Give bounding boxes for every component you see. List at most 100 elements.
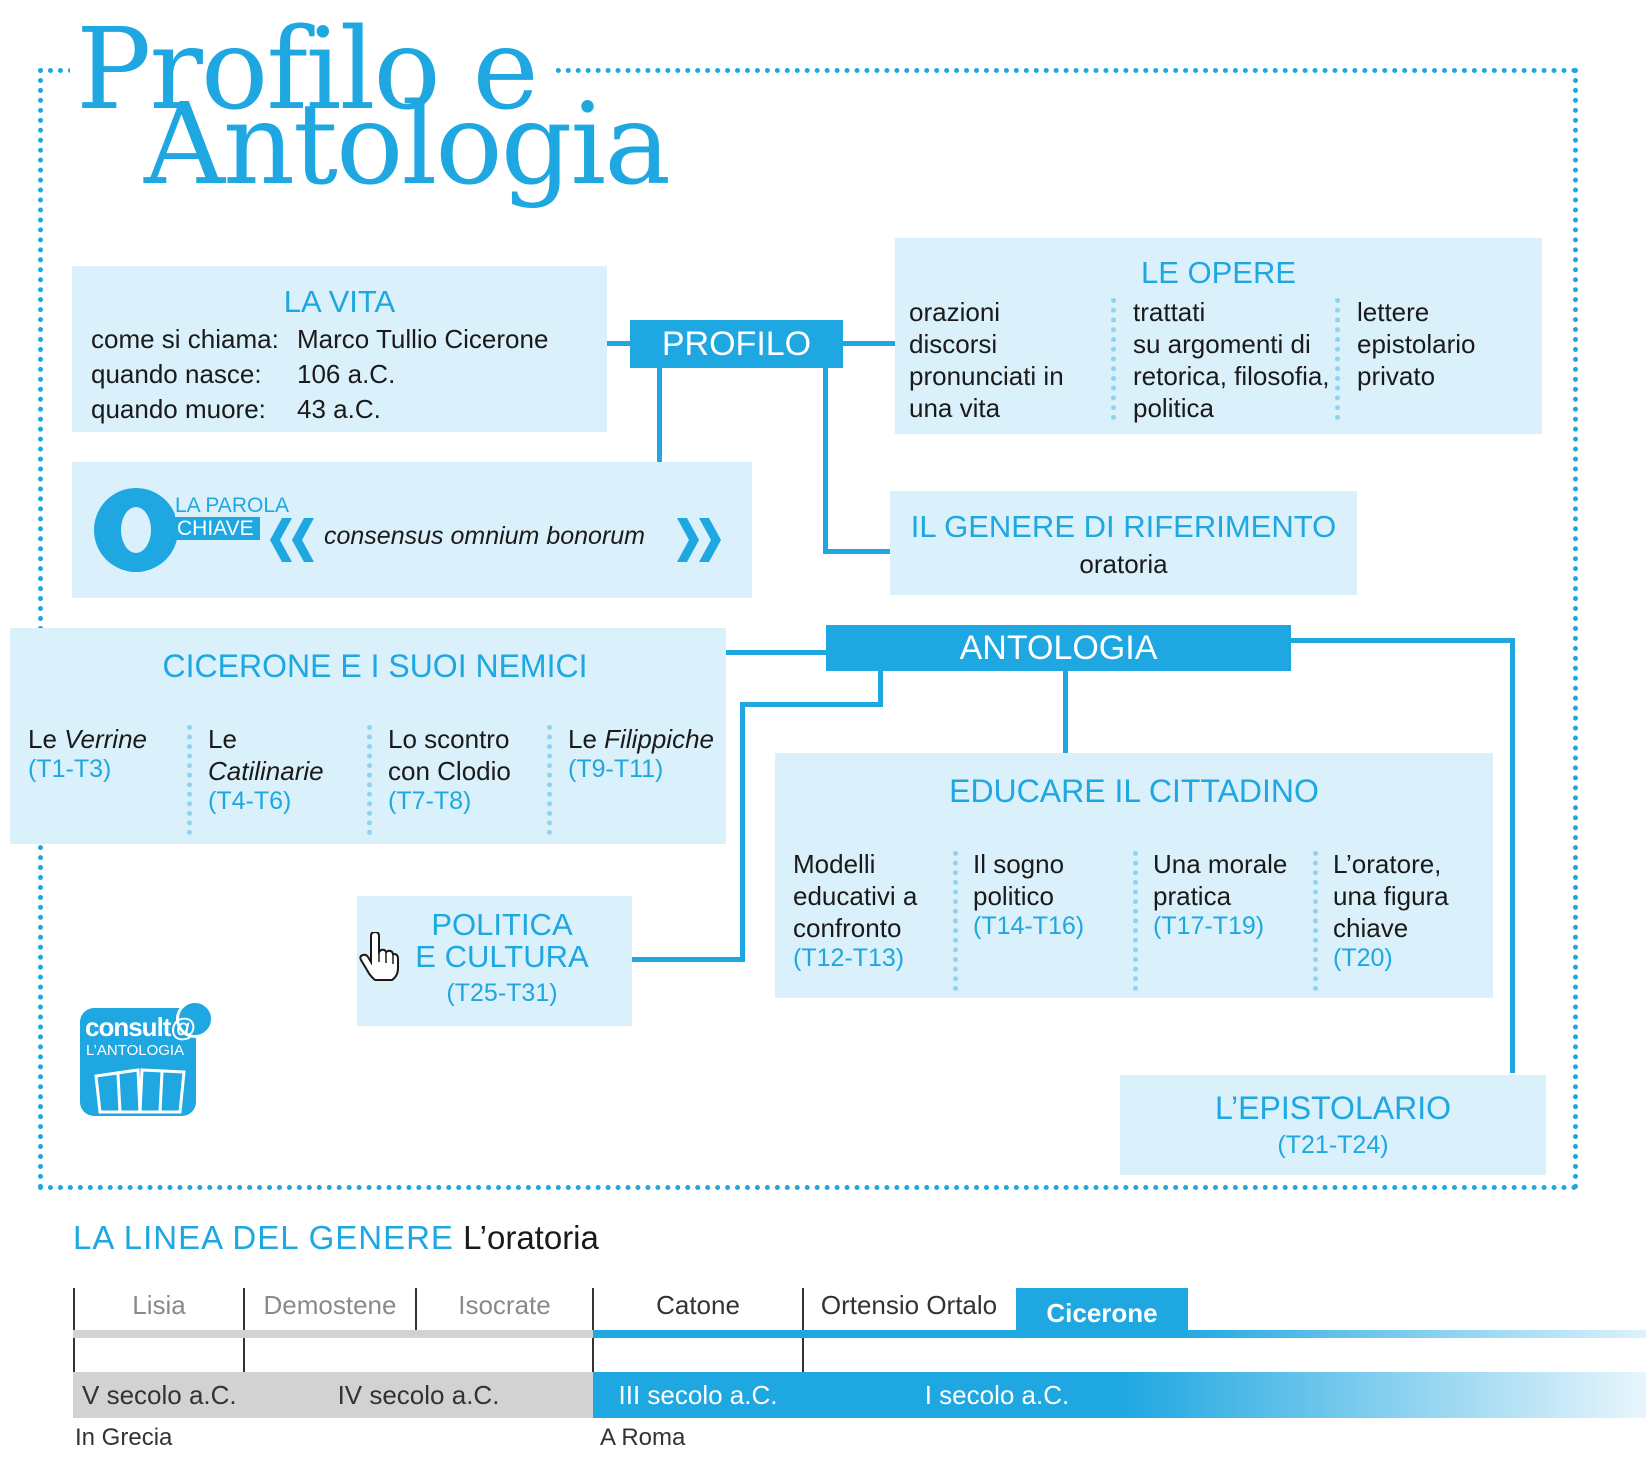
educare-ref-1: (T12-T13): [793, 944, 905, 972]
connector-antologia-educare: [1063, 666, 1068, 753]
vita-label-nascita: quando nasce:: [91, 359, 262, 389]
timeline-period-band-roman: [593, 1372, 1646, 1418]
nemici-pre-2: Le: [208, 724, 237, 754]
timeline-separator: [243, 1288, 245, 1408]
connector-antologia-politica-h2: [632, 957, 745, 962]
opere-title-orazioni: orazioni: [909, 297, 1001, 327]
vita-value-morte: 43 a.C.: [297, 394, 381, 424]
nemici-divider-2: [367, 725, 372, 835]
timeline-separator: [802, 1288, 804, 1408]
educare-box: EDUCARE IL CITTADINO Modelli educativi a…: [775, 753, 1493, 998]
timeline-period-v: V secolo a.C.: [82, 1380, 237, 1410]
connector-antologia-epistolario-h: [1285, 638, 1515, 643]
timeline-author-ortensio: Ortensio Ortalo: [820, 1290, 998, 1320]
connector-antologia-politica-v1: [878, 666, 883, 707]
educare-item-3: Una morale pratica (T17-T19): [1153, 848, 1313, 941]
le-opere-heading: LE OPERE: [1140, 255, 1297, 290]
genere-box: IL GENERE DI RIFERIMENTO oratoria: [890, 491, 1357, 595]
educare-ref-3: (T17-T19): [1153, 912, 1265, 940]
consulta-badge-circle: [176, 1000, 214, 1038]
epistolario-ref: (T21-T24): [1277, 1131, 1389, 1159]
parola-chiave-box: LA PAROLA CHIAVE consensus omnium bonoru…: [72, 462, 752, 598]
nemici-item-catilinarie: Le Catilinarie (T4-T6): [208, 723, 363, 816]
educare-item-1: Modelli educativi a confronto (T12-T13): [793, 848, 953, 973]
opere-title-trattati: trattati: [1133, 297, 1206, 327]
connector-antologia-politica-v2: [740, 702, 745, 962]
nemici-box: CICERONE E I SUOI NEMICI Le Verrine (T1-…: [10, 628, 726, 844]
educare-item-4: L’oratore, una figura chiave (T20): [1333, 848, 1485, 973]
vita-label-morte: quando muore:: [91, 394, 266, 424]
page-title-line2: Antologia: [144, 80, 671, 210]
educare-item-2: Il sogno politico (T14-T16): [973, 848, 1133, 941]
epistolario-heading: L’EPISTOLARIO: [1215, 1090, 1451, 1126]
educare-text-2: Il sogno politico: [973, 849, 1065, 911]
politica-heading-1: POLITICA: [431, 907, 573, 942]
epistolario-box: L’EPISTOLARIO (T21-T24): [1120, 1075, 1546, 1175]
connector-antologia-epistolario-v: [1510, 638, 1515, 1073]
nemici-ref-1: (T1-T3): [28, 755, 112, 783]
hand-pointer-icon: [359, 932, 399, 981]
timeline-period-iv: IV secolo a.C.: [337, 1380, 500, 1410]
timeline-period-i: I secolo a.C.: [924, 1380, 1070, 1410]
timeline-author-lisia: Lisia: [132, 1290, 186, 1320]
opere-desc-trattati: su argomenti di retorica, filosofia, pol…: [1133, 329, 1330, 423]
opere-col-lettere: lettere epistolario privato: [1357, 296, 1527, 392]
timeline-band-roman: [593, 1330, 1646, 1338]
consulta-title: consult@: [85, 1012, 196, 1042]
educare-divider-1: [953, 851, 958, 991]
timeline-separator: [73, 1288, 75, 1408]
opere-divider-1: [1111, 298, 1116, 420]
timeline-period-iii: III secolo a.C.: [618, 1380, 778, 1410]
nemici-ref-3: (T7-T8): [388, 787, 472, 815]
timeline-author-isocrate: Isocrate: [458, 1290, 551, 1320]
educare-ref-4: (T20): [1333, 944, 1393, 972]
open-book-icon: [94, 1068, 186, 1114]
educare-ref-2: (T14-T16): [973, 912, 1085, 940]
connector-profilo-genere-h: [823, 549, 890, 554]
timeline-title: LA LINEA DEL GENERE L’oratoria: [73, 1218, 599, 1258]
nemici-pre-4: Le: [568, 724, 605, 754]
parola-label-1: LA PAROLA: [175, 494, 290, 517]
connector-antologia-nemici: [724, 650, 826, 655]
nemici-pre-1: Le: [28, 724, 65, 754]
chevron-left-icon: [270, 518, 314, 562]
page-title-line1: Profilo e: [70, 14, 551, 126]
opere-col-orazioni: orazioni discorsi pronunciati in una vit…: [909, 296, 1109, 424]
genere-value: oratoria: [1079, 549, 1168, 579]
opere-desc-orazioni: discorsi pronunciati in una vita: [909, 329, 1064, 423]
consulta-subtitle: L’ANTOLOGIA: [86, 1042, 185, 1059]
educare-divider-2: [1133, 851, 1138, 991]
vita-label-nome: come si chiama:: [91, 324, 279, 354]
nemici-em-2: Catilinarie: [208, 756, 324, 786]
opere-desc-lettere: epistolario privato: [1357, 329, 1476, 391]
nemici-divider-1: [187, 725, 192, 835]
nemici-item-clodio: Lo scontro con Clodio (T7-T8): [388, 723, 538, 816]
connector-profilo-opere: [840, 341, 895, 346]
nemici-divider-3: [547, 725, 552, 835]
educare-text-3: Una morale pratica: [1153, 849, 1288, 911]
connector-vita-profilo: [607, 341, 632, 346]
politica-box: POLITICA E CULTURA (T25-T31): [357, 896, 632, 1026]
politica-ref: (T25-T31): [446, 979, 558, 1007]
chevron-right-icon: [677, 518, 721, 562]
la-vita-box: LA VITA come si chiama: Marco Tullio Cic…: [72, 266, 607, 432]
vita-value-nascita: 106 a.C.: [297, 359, 396, 389]
nemici-pre-3: Lo scontro con Clodio: [388, 724, 511, 786]
consulta-antologia-badge[interactable]: consult@ L’ANTOLOGIA: [80, 1000, 214, 1118]
nemici-em-1: Verrine: [64, 724, 148, 754]
timeline-author-cicerone: Cicerone: [1016, 1288, 1188, 1338]
nemici-item-verrine: Le Verrine (T1-T3): [28, 723, 188, 784]
parola-chiave-text: consensus omnium bonorum: [324, 522, 645, 550]
timeline-separator: [415, 1288, 417, 1336]
genere-heading: IL GENERE DI RIFERIMENTO: [910, 509, 1337, 544]
antologia-label: ANTOLOGIA: [826, 625, 1291, 671]
connector-antologia-politica-h1: [740, 702, 883, 707]
timeline-heading: LA LINEA DEL GENERE: [73, 1219, 454, 1256]
opere-title-lettere: lettere: [1357, 297, 1430, 327]
vita-value-nome: Marco Tullio Cicerone: [297, 324, 549, 354]
nemici-em-4: Filippiche: [604, 724, 714, 754]
parola-label-2: CHIAVE: [175, 517, 260, 540]
la-vita-heading: LA VITA: [283, 284, 396, 319]
nemici-item-filippiche: Le Filippiche (T9-T11): [568, 723, 726, 784]
politica-heading-2: E CULTURA: [415, 939, 589, 974]
